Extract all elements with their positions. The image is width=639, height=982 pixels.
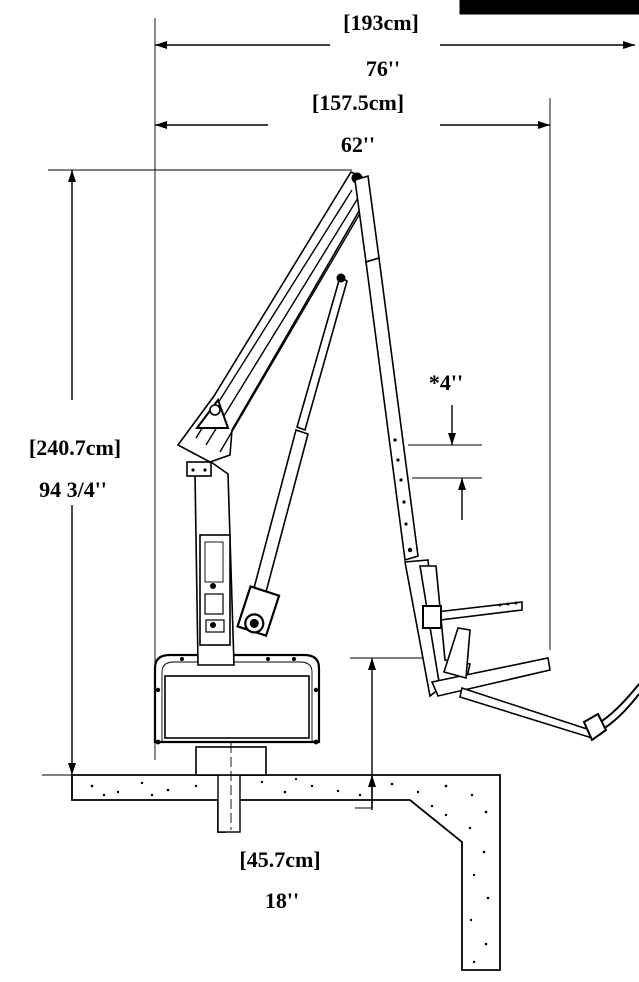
- height-dimension: [240.7cm] 94 3/4'': [29, 169, 352, 775]
- overall-width-dimension: [193cm] 76'': [154, 10, 635, 760]
- lift-base: [153, 653, 321, 830]
- lift-boom: [176, 170, 369, 463]
- lift-actuator: [236, 273, 348, 638]
- reach-cm: [157.5cm]: [312, 90, 404, 115]
- reach-dimension: [157.5cm] 62'': [155, 90, 551, 650]
- seat-adjust-in: *4'': [429, 370, 463, 395]
- seat-adjust-dimension: *4'': [408, 370, 482, 520]
- lift-mast: [186, 461, 235, 666]
- height-in: 94 3/4'': [39, 477, 107, 502]
- seat-column: [354, 174, 419, 562]
- deck-height-dimension: [45.7cm] 18'': [239, 657, 440, 913]
- lift-seat: [404, 559, 639, 742]
- height-cm: [240.7cm]: [29, 435, 121, 460]
- reach-in: 62'': [341, 132, 375, 157]
- concrete-deck: [42, 774, 501, 971]
- top-black-bar: [459, 0, 639, 15]
- overall-width-cm: [193cm]: [343, 10, 419, 35]
- deck-height-cm: [45.7cm]: [239, 847, 320, 872]
- deck-height-in: 18'': [265, 888, 299, 913]
- overall-width-in: 76'': [366, 56, 400, 81]
